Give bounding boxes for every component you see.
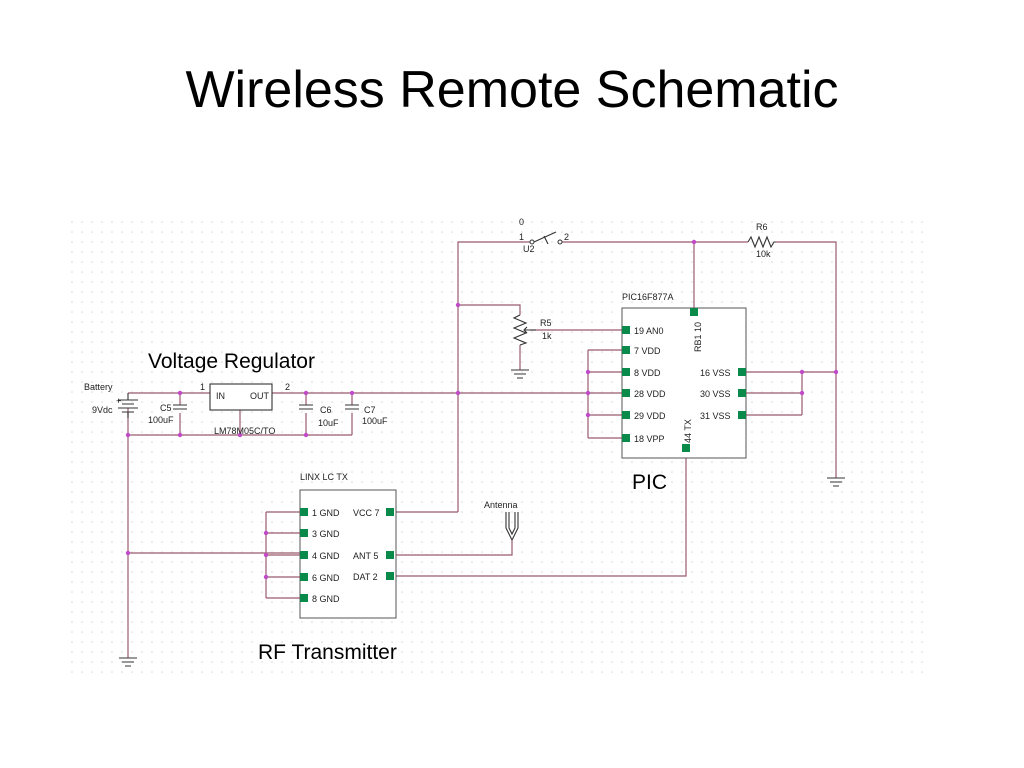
- battery-symbol: Battery 9Vdc +: [84, 382, 138, 418]
- pic-pin-19-an0: 19 AN0: [634, 326, 664, 336]
- linx-pin-4-gnd: 4 GND: [312, 551, 340, 561]
- capacitor-c5: C5 100uF: [148, 403, 187, 425]
- capacitor-c7: C7 100uF: [345, 404, 388, 426]
- pic-pin-29-vdd: 29 VDD: [634, 411, 666, 421]
- pic-pin-8-vdd: 8 VDD: [634, 368, 661, 378]
- antenna-symbol: Antenna: [484, 500, 519, 541]
- regulator-in: IN: [216, 391, 225, 401]
- pic-pin-28-vdd: 28 VDD: [634, 389, 666, 399]
- linx-pin-1-gnd: 1 GND: [312, 508, 340, 518]
- c5-value: 100uF: [148, 415, 174, 425]
- c6-value: 10uF: [318, 418, 339, 428]
- r5-value: 1k: [542, 331, 552, 341]
- switch-u2: 0 1 2 U2: [519, 217, 569, 254]
- pic-pin-44-tx: 44 TX: [683, 419, 693, 443]
- linx-pin-8-gnd: 8 GND: [312, 594, 340, 604]
- c7-value: 100uF: [362, 416, 388, 426]
- linx-part-label: LINX LC TX: [300, 472, 348, 482]
- voltage-regulator-ic: IN OUT 1 2 LM78M05C/TO: [200, 382, 290, 436]
- linx-pin-3-gnd: 3 GND: [312, 529, 340, 539]
- pic-part-label: PIC16F877A: [622, 292, 674, 302]
- slide-title: Wireless Remote Schematic: [185, 61, 839, 119]
- potentiometer-r5: R5 1k: [512, 314, 552, 346]
- pic-pin-30-vss: 30 VSS: [700, 389, 731, 399]
- pic-microcontroller: PIC16F877A 19 AN0 7 VDD 8 VDD 28 VDD 29 …: [621, 292, 747, 459]
- r5-label: R5: [540, 318, 552, 328]
- junction-nodes: [125, 239, 839, 580]
- c6-label: C6: [320, 405, 332, 415]
- grid-background: [70, 218, 925, 675]
- ground-symbol-r5: [511, 369, 529, 379]
- c5-label: C5: [160, 403, 172, 413]
- antenna-label: Antenna: [484, 500, 518, 510]
- battery-label: Battery: [84, 382, 113, 392]
- linx-pin-vcc7: VCC 7: [353, 508, 380, 518]
- linx-pin-ant5: ANT 5: [353, 551, 378, 561]
- r6-value: 10k: [756, 249, 771, 259]
- switch-pin2: 2: [564, 232, 569, 242]
- capacitor-c6: C6 10uF: [299, 404, 339, 428]
- regulator-pin-in: 1: [200, 382, 205, 392]
- ground-symbol-battery: [119, 657, 137, 667]
- switch-top-label: 0: [519, 217, 524, 227]
- pic-pin-rb1: RB1 10: [693, 322, 703, 352]
- linx-transmitter: LINX LC TX 1 GND 3 GND 4 GND 6 GND 8 GND…: [299, 472, 397, 619]
- resistor-r6: R6 10k: [747, 222, 776, 259]
- switch-label: U2: [523, 244, 535, 254]
- ground-symbol-pic: [827, 477, 845, 487]
- pic-pin-18-vpp: 18 VPP: [634, 434, 665, 444]
- battery-plus: +: [116, 396, 121, 406]
- linx-pin-dat2: DAT 2: [353, 572, 378, 582]
- pic-pin-7-vdd: 7 VDD: [634, 346, 661, 356]
- rf-transmitter-label: RF Transmitter: [258, 641, 397, 664]
- c7-label: C7: [364, 405, 376, 415]
- pic-pin-31-vss: 31 VSS: [700, 411, 731, 421]
- r6-label: R6: [756, 222, 768, 232]
- regulator-part: LM78M05C/TO: [214, 426, 275, 436]
- regulator-out: OUT: [250, 391, 270, 401]
- switch-pin1: 1: [519, 232, 524, 242]
- voltage-regulator-label: Voltage Regulator: [148, 350, 315, 373]
- linx-pin-6-gnd: 6 GND: [312, 573, 340, 583]
- regulator-pin-out: 2: [285, 382, 290, 392]
- pic-pin-16-vss: 16 VSS: [700, 368, 731, 378]
- battery-value: 9Vdc: [92, 405, 113, 415]
- pic-label: PIC: [632, 471, 668, 494]
